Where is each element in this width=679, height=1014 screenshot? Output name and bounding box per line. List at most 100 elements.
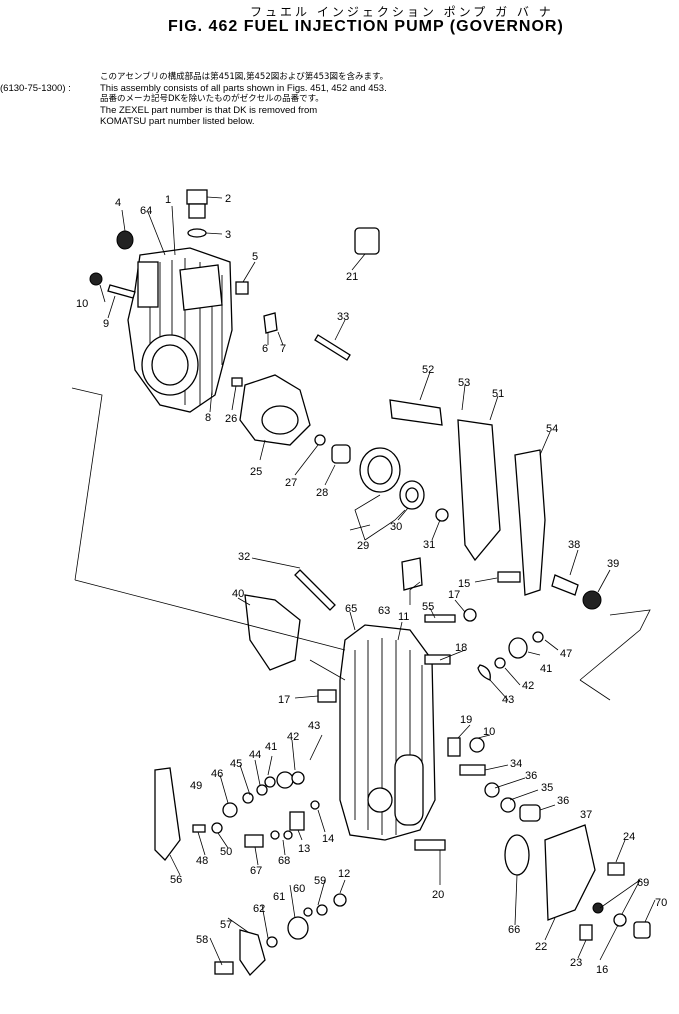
label-42b: 42 [287, 731, 299, 743]
bolt-17 [317, 689, 337, 703]
washer-44 [264, 776, 276, 788]
bolt-23 [579, 924, 593, 941]
note-japanese-line-2: 品番のメーカ記号DKを除いたものがゼクセルの品番です。 [100, 94, 324, 104]
label-10: 10 [76, 298, 88, 310]
plug-13 [289, 811, 305, 831]
washer-16 [613, 913, 627, 927]
washer-45 [256, 784, 268, 796]
label-25: 25 [250, 466, 262, 478]
label-23: 23 [570, 957, 582, 969]
bolt-19 [447, 737, 461, 757]
bolt-20 [414, 839, 446, 851]
label-2: 2 [225, 193, 231, 205]
cap-70 [633, 921, 651, 939]
washer-27 [314, 434, 326, 446]
spring-38 [551, 574, 579, 596]
label-60: 60 [293, 883, 305, 895]
bolt-18 [424, 654, 451, 665]
label-68: 68 [278, 855, 290, 867]
cap-plug [186, 189, 208, 219]
label-40: 40 [232, 588, 244, 600]
bolt-15 [497, 571, 521, 583]
bush-61 [287, 916, 309, 940]
label-43a: 43 [502, 694, 514, 706]
label-6: 6 [262, 343, 268, 355]
label-9: 9 [103, 318, 109, 330]
label-64: 64 [140, 205, 152, 217]
label-39: 39 [607, 558, 619, 570]
washer-31 [435, 508, 449, 522]
lever-57 [239, 929, 266, 977]
note-english-line-1: This assembly consists of all parts show… [100, 83, 387, 94]
label-7: 7 [280, 343, 286, 355]
label-62: 62 [253, 903, 265, 915]
label-37: 37 [580, 809, 592, 821]
washer-36 [484, 782, 500, 798]
pin-26 [231, 377, 243, 387]
washer-60 [303, 907, 313, 917]
washer-59 [316, 904, 328, 916]
label-43b: 43 [308, 720, 320, 732]
key-48 [192, 824, 206, 833]
label-57: 57 [220, 919, 232, 931]
label-52: 52 [422, 364, 434, 376]
bush-28 [331, 444, 351, 464]
bolt-5 [235, 281, 249, 295]
label-17b: 17 [278, 694, 290, 706]
label-12: 12 [338, 868, 350, 880]
washer-69 [592, 902, 604, 914]
bolt-24 [607, 862, 625, 876]
label-5: 5 [252, 251, 258, 263]
o-ring-3 [187, 228, 207, 238]
label-47: 47 [560, 648, 572, 660]
label-32: 32 [238, 551, 250, 563]
label-34: 34 [510, 758, 522, 770]
bolt-67 [244, 834, 264, 848]
label-41b: 41 [265, 741, 277, 753]
label-53: 53 [458, 377, 470, 389]
clip-43 [477, 664, 491, 681]
label-38: 38 [568, 539, 580, 551]
label-27: 27 [285, 477, 297, 489]
note-assembly-number: (6130-75-1300) : [0, 83, 71, 94]
spring-32 [294, 569, 336, 611]
plug-41b [276, 771, 294, 789]
ring-42 [494, 657, 506, 669]
label-8: 8 [205, 412, 211, 424]
label-31: 31 [423, 539, 435, 551]
washer-46 [242, 792, 254, 804]
label-41a: 41 [540, 663, 552, 675]
cover-22 [544, 824, 596, 921]
label-16: 16 [596, 964, 608, 976]
label-59: 59 [314, 875, 326, 887]
washer-14 [310, 800, 320, 810]
lever-51 [457, 419, 501, 562]
label-70: 70 [655, 897, 667, 909]
washer-50 [211, 822, 223, 834]
nut-39 [582, 590, 602, 610]
label-58: 58 [196, 934, 208, 946]
label-48: 48 [196, 855, 208, 867]
label-17a: 17 [448, 589, 460, 601]
label-10b: 10 [483, 726, 495, 738]
label-3: 3 [225, 229, 231, 241]
label-11: 11 [398, 611, 409, 623]
label-45: 45 [230, 758, 242, 770]
label-4: 4 [115, 197, 121, 209]
note-english-line-2: The ZEXEL part number is that DK is remo… [100, 105, 318, 116]
label-20: 20 [432, 889, 444, 901]
washer-47 [532, 631, 544, 643]
label-46: 46 [211, 768, 223, 780]
label-21: 21 [346, 271, 358, 283]
lever-56 [154, 767, 181, 861]
label-56: 56 [170, 874, 182, 886]
label-26: 26 [225, 413, 237, 425]
sleeve-21 [354, 227, 380, 255]
spring-9 [107, 284, 136, 299]
nut-10 [89, 272, 103, 286]
nut-12 [333, 893, 347, 907]
label-55: 55 [422, 601, 434, 613]
label-33: 33 [337, 311, 349, 323]
label-51: 51 [492, 388, 504, 400]
